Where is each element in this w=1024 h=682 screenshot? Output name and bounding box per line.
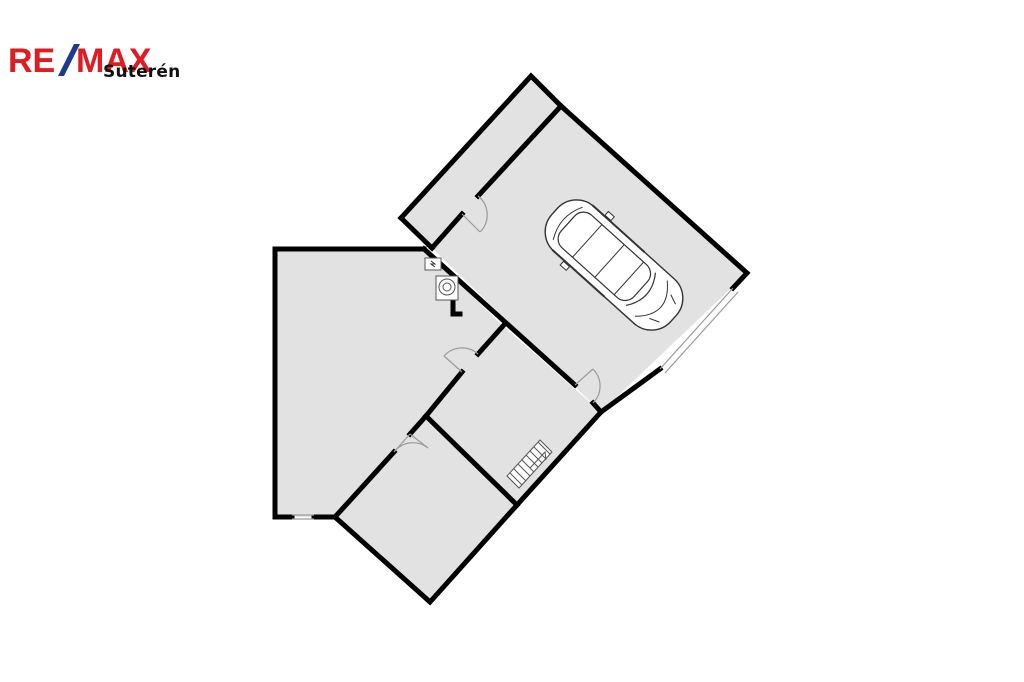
room-storage-strip <box>401 76 561 248</box>
logo-slash <box>58 44 80 76</box>
wall-stub <box>450 293 463 317</box>
wall-hall-middle-a <box>474 322 507 358</box>
room-floors <box>275 76 747 602</box>
window-icon <box>292 514 314 520</box>
floor-title: Suterén <box>103 62 181 82</box>
wall-storage-left <box>397 214 436 252</box>
wall-storage-divider-a <box>474 102 565 200</box>
wall-bottom-outer <box>331 501 521 606</box>
boiler-icon <box>435 275 459 301</box>
door-hall-bottom-icon <box>393 433 429 453</box>
remax-logo: RE MAX <box>8 42 152 78</box>
wall-hall-top-left <box>272 246 427 520</box>
wall-garage-house-a <box>420 245 579 389</box>
walls <box>272 72 751 606</box>
wall-hall-bottom-b <box>331 448 398 521</box>
door-hall-middle-icon <box>443 347 479 373</box>
wall-hall-middle-b <box>422 368 466 420</box>
wall-middle-right <box>513 408 605 509</box>
doors <box>393 195 601 453</box>
room-main-hall <box>275 249 503 517</box>
logo-re: RE <box>8 42 55 78</box>
stairs-icon <box>506 439 553 489</box>
door-storage-icon <box>461 195 488 233</box>
garage-door-icon <box>659 287 739 374</box>
car-icon <box>544 199 684 331</box>
wall-garage-outer <box>557 102 751 292</box>
wall-storage-outer <box>397 72 565 222</box>
wall-middle-bottom <box>422 412 521 509</box>
wall-storage-divider-b <box>428 210 466 252</box>
wall-garage-bottom <box>597 365 664 416</box>
wall-hall-bottom-a <box>406 412 430 438</box>
door-garage-house-icon <box>574 368 601 404</box>
logo-max: MAX <box>76 42 152 78</box>
electric-panel-icon <box>424 257 442 271</box>
